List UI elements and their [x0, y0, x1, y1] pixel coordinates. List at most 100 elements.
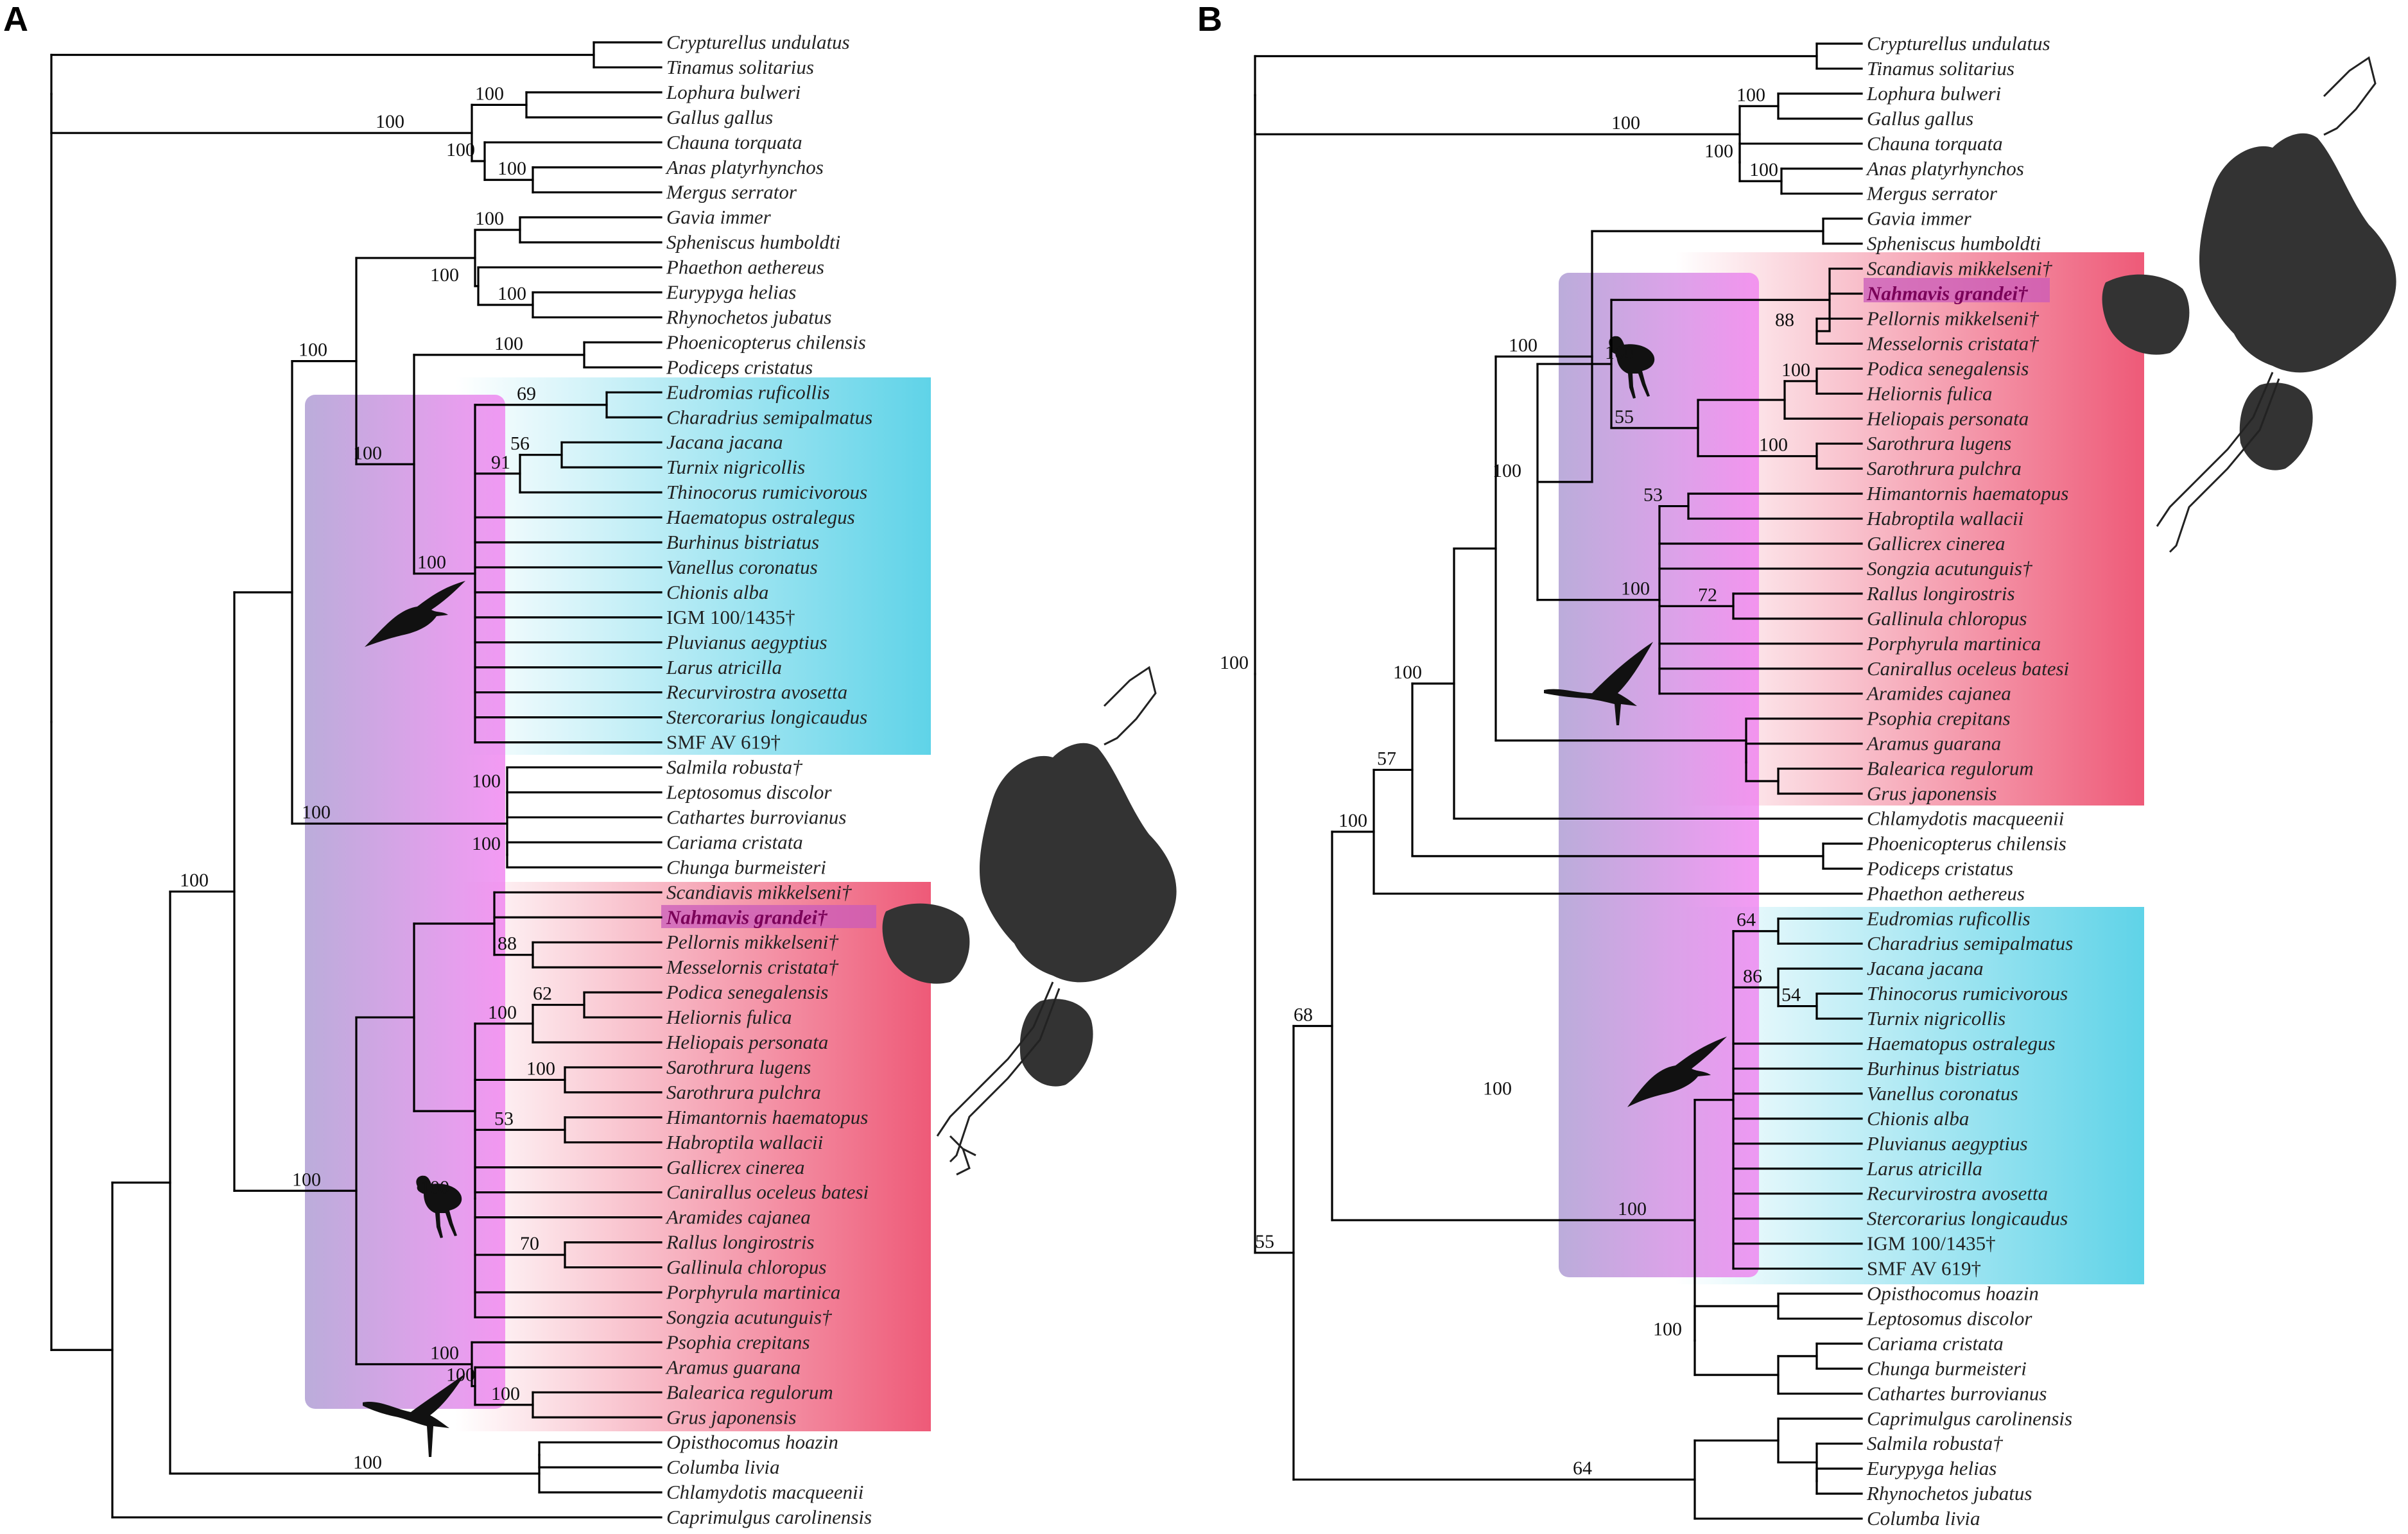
support-value: 100	[1338, 810, 1367, 831]
support-value: 100	[1737, 84, 1765, 105]
taxon-label: Balearica regulorum	[1867, 757, 2034, 780]
highlight-bar-b	[1864, 278, 2050, 302]
support-value: 100	[1220, 652, 1249, 673]
taxon-label: Aramides cajanea	[1866, 682, 2011, 705]
taxon-label: Salmila robusta†	[1867, 1432, 2004, 1454]
taxon-label: Sarothrura pulchra	[666, 1081, 821, 1103]
taxon-label: Larus atricilla	[1866, 1157, 1982, 1180]
support-value: 100	[376, 111, 404, 132]
taxon-label: Chlamydotis macqueenii	[666, 1481, 863, 1503]
taxon-label: Sarothrura lugens	[1867, 432, 2011, 454]
taxon-label: Pluvianus aegyptius	[666, 631, 827, 653]
taxon-label: Nahmavis grandei†	[666, 906, 828, 928]
taxon-label: Balearica regulorum	[666, 1381, 833, 1403]
support-value: 100	[1781, 359, 1810, 381]
taxon-label: Jacana jacana	[666, 431, 783, 453]
support-value: 100	[430, 1342, 459, 1363]
support-value: 88	[498, 933, 517, 954]
support-value: 72	[1698, 584, 1717, 605]
support-value: 100	[446, 1365, 475, 1386]
taxon-label: Chauna torquata	[666, 131, 802, 153]
taxon-label: Messelornis cristata†	[1866, 332, 2040, 354]
taxon-label: Rhynochetos jubatus	[666, 306, 831, 328]
support-value: 57	[1377, 748, 1396, 769]
taxon-label: Opisthocomus hoazin	[1867, 1282, 2039, 1305]
taxon-label: Scandiavis mikkelseni†	[666, 881, 853, 903]
support-value: 100	[526, 1058, 555, 1079]
taxon-label: Tinamus solitarius	[666, 56, 814, 78]
taxon-label: Habroptila wallacii	[1866, 507, 2023, 530]
taxon-label: Spheniscus humboldti	[1867, 232, 2041, 255]
taxon-label: Mergus serrator	[666, 181, 797, 203]
taxon-label: Caprimulgus carolinensis	[666, 1506, 872, 1528]
support-value: 88	[1775, 309, 1794, 331]
support-value: 69	[517, 383, 536, 404]
crane-silhouette-b-icon	[1544, 642, 1653, 725]
support-value: 100	[498, 283, 526, 304]
support-value: 62	[533, 983, 552, 1004]
support-value: 100	[299, 340, 327, 361]
support-value: 100	[1605, 342, 1634, 363]
support-value: 100	[1393, 662, 1422, 683]
support-value: 100	[1483, 1078, 1512, 1099]
support-value: 86	[1743, 965, 1762, 987]
support-value: 53	[1643, 485, 1663, 506]
taxon-label: Leptosomus discolor	[666, 781, 832, 804]
taxon-label: Cathartes burrovianus	[666, 806, 846, 828]
rail-silhouette-icon	[416, 1175, 462, 1238]
taxon-label: IGM 100/1435†	[666, 606, 795, 628]
taxon-label: Recurvirostra avosetta	[1866, 1182, 2048, 1205]
support-value: 100	[302, 802, 331, 823]
flying-gull-silhouette-b-icon	[1627, 1037, 1727, 1107]
taxon-label: Psophia crepitans	[666, 1331, 810, 1353]
taxon-label: Phaethon aethereus	[666, 256, 824, 279]
taxon-label: Anas platyrhynchos	[665, 156, 824, 178]
taxon-label: Psophia crepitans	[1866, 707, 2011, 730]
support-value: 100	[446, 139, 475, 160]
support-value: 55	[1615, 406, 1634, 427]
support-value: 100	[1759, 435, 1788, 456]
support-value: 100	[353, 442, 382, 463]
taxon-label: Rhynochetos jubatus	[1866, 1482, 2032, 1504]
taxon-label: Podica senegalensis	[1866, 357, 2029, 379]
taxon-label: Gallicrex cinerea	[1867, 532, 2005, 555]
taxon-label: Stercorarius longicaudus	[1867, 1207, 2068, 1230]
taxon-label: Himantornis haematopus	[1866, 482, 2068, 504]
taxon-label: Sarothrura pulchra	[1867, 457, 2022, 479]
taxon-label: Messelornis cristata†	[666, 956, 839, 978]
taxon-label: Grus japonensis	[666, 1406, 796, 1428]
taxon-label: Phoenicopterus chilensis	[666, 331, 866, 353]
overlay-clade-box-b	[1559, 273, 1759, 1277]
taxon-label: Lophura bulweri	[666, 81, 801, 103]
taxon-label: Heliopais personata	[666, 1031, 828, 1053]
taxon-label: Turnix nigricollis	[1867, 1007, 2005, 1030]
taxon-label: Lophura bulweri	[1866, 82, 2001, 105]
overlay-clade-box-a	[305, 395, 505, 1409]
taxon-label: Nahmavis grandei†	[1866, 282, 2029, 305]
taxon-label: Larus atricilla	[666, 656, 782, 678]
support-value: 100	[1611, 112, 1640, 134]
taxon-label: Canirallus oceleus batesi	[666, 1181, 869, 1203]
taxon-label: Heliornis fulica	[1866, 382, 1992, 404]
taxon-label: Burhinus bistriatus	[666, 531, 819, 553]
taxon-label: Cariama cristata	[1867, 1332, 2004, 1354]
panel-label-b: B	[1197, 0, 1222, 39]
taxon-label: Chionis alba	[1867, 1107, 1969, 1130]
taxon-label: Podiceps cristatus	[1866, 857, 2013, 879]
taxon-label: Gavia immer	[1867, 207, 1972, 230]
support-value: 56	[510, 433, 530, 454]
taxon-label: Gallicrex cinerea	[666, 1156, 804, 1178]
panel-a-clade-boxes	[305, 377, 931, 1431]
taxon-label: IGM 100/1435†	[1867, 1232, 1996, 1255]
taxon-label: Charadrius semipalmatus	[666, 406, 872, 428]
taxon-label: Cariama cristata	[666, 831, 803, 853]
taxon-label: Aramus guarana	[1866, 732, 2001, 755]
support-value: 100	[475, 83, 504, 104]
taxon-label: Rallus longirostris	[1866, 582, 2015, 605]
highlight-bar-a	[661, 905, 876, 928]
taxon-label: Habroptila wallacii	[666, 1131, 823, 1153]
support-value: 100	[475, 208, 504, 229]
taxon-label: Columba livia	[1867, 1507, 1980, 1530]
taxon-label: Chlamydotis macqueenii	[1867, 807, 2064, 829]
